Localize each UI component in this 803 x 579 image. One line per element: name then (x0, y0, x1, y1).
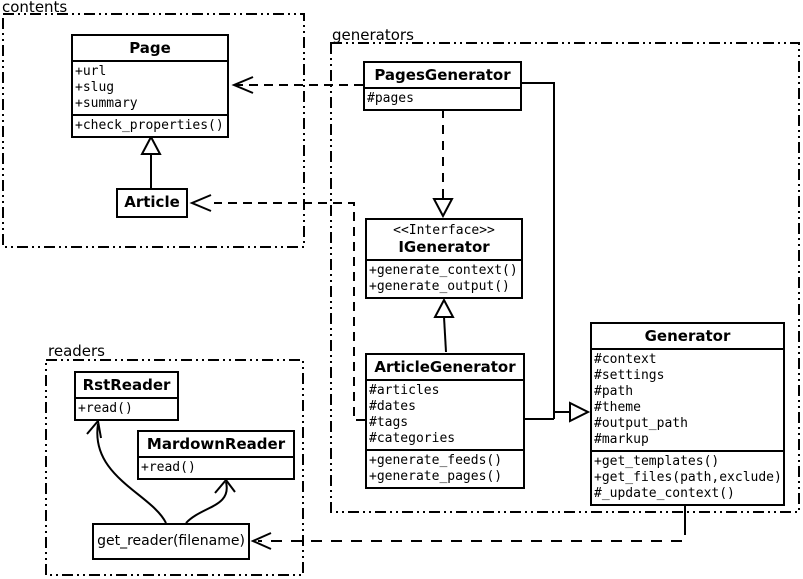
class-member: +slug (75, 80, 115, 95)
class-member: +summary (75, 96, 138, 111)
class-methods: +generate_feeds() +generate_pages() (367, 449, 523, 487)
class-member: +read() (141, 460, 196, 475)
class-box-rstreader: RstReader +read() (74, 371, 179, 421)
class-member: #tags (369, 415, 409, 430)
class-member: #categories (369, 431, 456, 446)
class-member: +generate_output() (369, 279, 510, 294)
class-member: #markup (594, 432, 649, 447)
package-generators-border (330, 42, 800, 513)
class-title: MardownReader (146, 435, 286, 453)
realization-articlegenerator-to-igenerator (433, 297, 455, 353)
dependency-pagesgenerator-to-page (231, 76, 363, 94)
class-member: #settings (594, 368, 665, 383)
class-member: #_update_context() (594, 486, 735, 501)
class-attributes: #context #settings #path #theme #output_… (592, 348, 783, 450)
class-title: Article (124, 193, 180, 211)
class-header: <<Interface>> IGenerator (367, 220, 521, 259)
class-member: +get_files(path,exclude) (594, 470, 782, 485)
arrow-get-reader-to-mardownreader (185, 478, 236, 524)
hollow-triangle-icon (432, 198, 454, 219)
hollow-triangle-icon (140, 134, 162, 155)
class-title: PagesGenerator (374, 66, 511, 84)
class-methods: +read() (139, 456, 293, 478)
class-member: +check_properties() (75, 118, 224, 133)
inheritance-generators-to-generator (520, 82, 591, 423)
class-title: Generator (644, 327, 731, 345)
class-title: Page (129, 39, 171, 57)
open-arrowhead-icon (189, 194, 212, 212)
open-arrowhead-icon (231, 76, 254, 94)
open-arrowhead-icon (250, 532, 272, 550)
class-box-articlegenerator: ArticleGenerator #articles #dates #tags … (365, 353, 525, 489)
class-attributes: +url +slug +summary (73, 60, 227, 114)
dependency-articlegenerator-to-article (189, 194, 365, 421)
class-title: RstReader (82, 376, 171, 394)
arrow-get-reader-to-rstreader (86, 418, 167, 524)
class-member: +generate_feeds() (369, 453, 503, 468)
class-title: IGenerator (398, 238, 490, 256)
open-arrowhead-icon (214, 478, 236, 494)
class-box-generator: Generator #context #settings #path #them… (590, 322, 785, 506)
class-member: #path (594, 384, 634, 399)
class-title: ArticleGenerator (374, 358, 516, 376)
inheritance-article-to-page (140, 134, 162, 188)
class-box-page: Page +url +slug +summary +check_properti… (71, 34, 229, 138)
hollow-triangle-icon (433, 297, 455, 318)
class-box-pagesgenerator: PagesGenerator #pages (363, 61, 522, 111)
class-member: #output_path (594, 416, 688, 431)
function-box-get-reader: get_reader(filename) (92, 523, 250, 560)
class-box-igenerator: <<Interface>> IGenerator +generate_conte… (365, 218, 523, 299)
class-methods: +read() (76, 397, 177, 419)
class-box-mardownreader: MardownReader +read() (137, 430, 295, 480)
class-methods: +get_templates() +get_files(path,exclude… (592, 450, 783, 504)
package-contents-border (2, 13, 305, 248)
class-member: #articles (369, 383, 440, 398)
class-stereotype: <<Interface>> (393, 223, 495, 238)
class-member: +url (75, 64, 107, 79)
realization-pagesgenerator-to-igenerator (432, 109, 454, 219)
dependency-generator-to-get-reader (250, 503, 686, 550)
class-methods: +check_properties() (73, 114, 227, 136)
package-label-contents: contents (2, 0, 68, 16)
class-member: +generate_context() (369, 263, 518, 278)
class-member: #pages (367, 91, 414, 106)
class-member: #context (594, 352, 657, 367)
class-member: +get_templates() (594, 454, 720, 469)
class-box-article: Article (116, 188, 188, 218)
class-member: #theme (594, 400, 641, 415)
class-member: +generate_pages() (369, 469, 503, 484)
class-member: +read() (78, 401, 133, 416)
class-member: #dates (369, 399, 416, 414)
class-methods: +generate_context() +generate_output() (367, 259, 521, 297)
package-label-generators: generators (332, 26, 414, 44)
function-label: get_reader(filename) (97, 533, 245, 549)
open-arrowhead-icon (86, 418, 102, 439)
package-readers-border (45, 359, 304, 576)
class-attributes: #articles #dates #tags #categories (367, 379, 523, 449)
package-label-readers: readers (48, 342, 105, 360)
class-attributes: #pages (365, 87, 520, 109)
hollow-triangle-icon (569, 401, 591, 423)
